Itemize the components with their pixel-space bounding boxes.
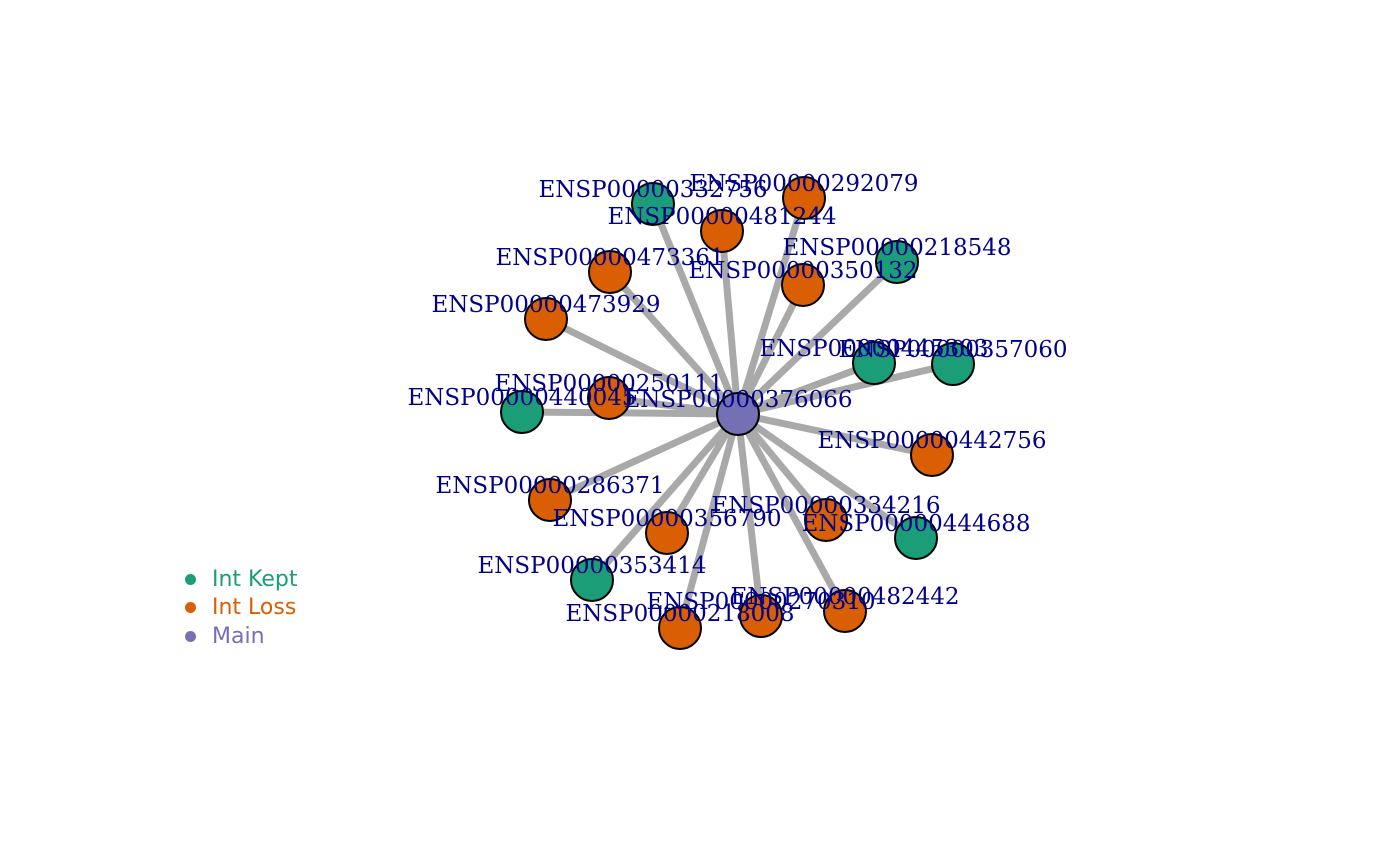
edge-ensp00000218548 xyxy=(735,259,900,417)
node-label-ensp00000218008: ENSP00000218008 xyxy=(565,601,794,627)
edge-ensp00000286371 xyxy=(548,410,740,504)
node-ensp00000353414[interactable] xyxy=(570,558,614,602)
node-ensp00000334216[interactable] xyxy=(804,498,848,542)
legend-label-int-loss: Int Loss xyxy=(212,595,297,621)
node-label-ensp00000442756: ENSP00000442756 xyxy=(817,428,1046,454)
legend-item-int-kept: Int Kept xyxy=(185,565,298,594)
node-label-ensp00000218548: ENSP00000218548 xyxy=(782,235,1011,261)
node-ensp00000292079[interactable] xyxy=(782,176,826,220)
node-ensp00000442756[interactable] xyxy=(910,433,954,477)
node-ensp00000473361[interactable] xyxy=(588,250,632,294)
node-ensp00000356790[interactable] xyxy=(645,511,689,555)
edge-ensp00000481244 xyxy=(718,230,742,415)
node-label-ensp00000353414: ENSP00000353414 xyxy=(477,553,706,579)
node-label-ensp00000357060: ENSP00000357060 xyxy=(838,337,1067,363)
edge-ensp00000442756 xyxy=(737,410,933,459)
edge-ensp00000292079 xyxy=(734,196,808,416)
legend-label-main: Main xyxy=(212,623,265,649)
edge-ensp00000473929 xyxy=(544,315,740,418)
node-label-ensp00000292079: ENSP00000292079 xyxy=(689,171,918,197)
node-label-ensp00000376066: ENSP00000376066 xyxy=(623,387,852,413)
edge-ensp00000444688 xyxy=(735,411,919,541)
legend: Int Kept Int Loss Main xyxy=(185,565,298,651)
edge-ensp00000270310 xyxy=(734,413,765,617)
node-label-ensp00000482442: ENSP00000482442 xyxy=(730,584,959,610)
legend-dot-int-loss xyxy=(185,602,196,614)
edge-ensp00000350132 xyxy=(734,283,807,416)
node-label-ensp00000270310: ENSP00000270310 xyxy=(646,589,875,615)
node-label-ensp00000445303: ENSP00000445303 xyxy=(759,336,988,362)
label-layer: ENSP00000376066ENSP00000332756ENSP000002… xyxy=(407,171,1067,627)
legend-label-int-kept: Int Kept xyxy=(212,566,298,592)
node-label-ensp00000286371: ENSP00000286371 xyxy=(435,473,664,499)
legend-dot-main xyxy=(185,630,196,642)
edge-ensp00000356790 xyxy=(663,412,742,535)
node-ensp00000445303[interactable] xyxy=(852,341,896,385)
legend-dot-int-kept xyxy=(185,573,196,585)
node-ensp00000481244[interactable] xyxy=(700,209,744,253)
node-ensp00000332756[interactable] xyxy=(631,182,675,226)
legend-item-main: Main xyxy=(185,622,298,651)
node-label-ensp00000356790: ENSP00000356790 xyxy=(552,506,781,532)
node-ensp00000218548[interactable] xyxy=(875,240,919,284)
node-label-ensp00000473361: ENSP00000473361 xyxy=(495,245,724,271)
node-label-ensp00000250111: ENSP00000250111 xyxy=(494,371,723,397)
node-label-ensp00000334216: ENSP00000334216 xyxy=(711,493,940,519)
edge-ensp00000353414 xyxy=(589,411,741,583)
edge-ensp00000334216 xyxy=(735,411,829,523)
edge-ensp00000332756 xyxy=(649,202,742,416)
node-ensp00000350132[interactable] xyxy=(781,263,825,307)
node-ensp00000482442[interactable] xyxy=(823,589,867,633)
node-ensp00000286371[interactable] xyxy=(528,478,572,522)
node-ensp00000473929[interactable] xyxy=(524,297,568,341)
node-label-ensp00000332756: ENSP00000332756 xyxy=(538,177,767,203)
edge-ensp00000357060 xyxy=(737,360,954,418)
node-ensp00000250111[interactable] xyxy=(587,376,631,420)
edge-ensp00000473361 xyxy=(607,269,741,417)
edge-ensp00000482442 xyxy=(734,412,849,613)
node-ensp00000218008[interactable] xyxy=(658,606,702,650)
node-ensp00000357060[interactable] xyxy=(931,342,975,386)
node-label-ensp00000481244: ENSP00000481244 xyxy=(607,204,836,230)
node-ensp00000376066[interactable] xyxy=(716,392,760,436)
edge-layer xyxy=(521,196,954,629)
node-label-ensp00000473929: ENSP00000473929 xyxy=(431,292,660,318)
node-layer xyxy=(500,176,975,650)
node-label-ensp00000444688: ENSP00000444688 xyxy=(801,511,1030,537)
edge-ensp00000440045 xyxy=(521,408,739,418)
node-ensp00000440045[interactable] xyxy=(500,390,544,434)
edge-ensp00000218008 xyxy=(676,413,742,629)
node-ensp00000270310[interactable] xyxy=(739,594,783,638)
legend-item-int-loss: Int Loss xyxy=(185,594,298,623)
node-ensp00000444688[interactable] xyxy=(894,516,938,560)
node-label-ensp00000440045: ENSP00000440045 xyxy=(407,385,636,411)
node-label-ensp00000350132: ENSP00000350132 xyxy=(688,258,917,284)
